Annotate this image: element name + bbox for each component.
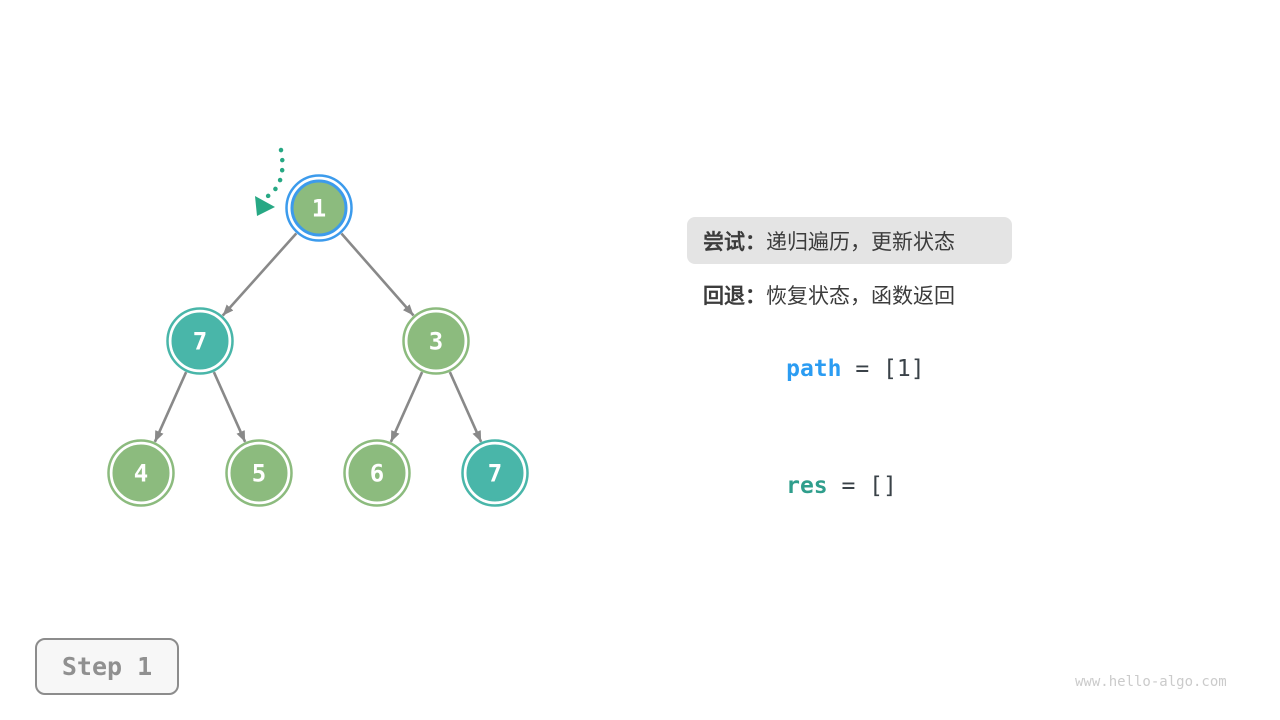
node-outer-ring xyxy=(107,439,175,507)
current-node-pointer xyxy=(255,147,285,216)
tree-node-5: 5 xyxy=(225,439,293,507)
try-text: 递归遍历，更新状态 xyxy=(766,230,955,254)
res-variable-value: = [] xyxy=(827,473,897,499)
node-circle xyxy=(407,312,465,370)
node-outer-ring xyxy=(343,439,411,507)
tree-node-1: 1 xyxy=(285,174,353,242)
node-outer-ring xyxy=(461,439,529,507)
node-outer-ring xyxy=(166,307,234,375)
node-circle xyxy=(290,179,348,237)
step-badge: Step 1 xyxy=(35,638,179,695)
node-value: 7 xyxy=(488,459,502,487)
back-annotation: 回退：恢复状态，函数返回 xyxy=(703,279,955,311)
res-variable-line: res = [] xyxy=(703,447,897,525)
node-value: 1 xyxy=(312,194,326,222)
node-circle xyxy=(466,444,524,502)
path-variable-value: = [1] xyxy=(841,356,925,382)
node-value: 3 xyxy=(429,327,443,355)
tree-edge xyxy=(448,371,483,443)
node-circle xyxy=(171,312,229,370)
tree-node-7: 7 xyxy=(461,439,529,507)
tree-edge xyxy=(221,232,298,317)
watermark: www.hello-algo.com xyxy=(1075,674,1227,690)
try-annotation: 尝试：递归遍历，更新状态 xyxy=(687,217,1012,264)
node-value: 5 xyxy=(252,459,266,487)
back-label: 回退： xyxy=(703,285,766,308)
node-circle xyxy=(112,444,170,502)
tree-node-4: 4 xyxy=(107,439,175,507)
node-outer-ring xyxy=(225,439,293,507)
tree-edges xyxy=(153,232,483,443)
tree-nodes: 1 7 3 4 5 6 7 xyxy=(107,174,529,507)
tree-edge xyxy=(340,232,415,317)
tree-node-7: 7 xyxy=(166,307,234,375)
tree-edge xyxy=(212,371,247,443)
path-variable-line: path = [1] xyxy=(703,330,925,408)
pointer-dotted-line xyxy=(265,147,285,199)
res-variable-name: res xyxy=(786,473,828,499)
node-value: 7 xyxy=(193,327,207,355)
tree-node-6: 6 xyxy=(343,439,411,507)
tree-edge xyxy=(153,371,188,443)
pointer-arrowhead-icon xyxy=(255,196,275,216)
path-variable-name: path xyxy=(786,356,842,382)
node-value: 4 xyxy=(134,459,148,487)
tree-edge xyxy=(389,371,424,443)
tree-node-3: 3 xyxy=(402,307,470,375)
try-label: 尝试： xyxy=(703,230,766,254)
node-outer-ring xyxy=(402,307,470,375)
node-circle xyxy=(230,444,288,502)
node-circle xyxy=(348,444,406,502)
node-value: 6 xyxy=(370,459,384,487)
node-outer-ring xyxy=(285,174,353,242)
back-text: 恢复状态，函数返回 xyxy=(766,285,955,308)
